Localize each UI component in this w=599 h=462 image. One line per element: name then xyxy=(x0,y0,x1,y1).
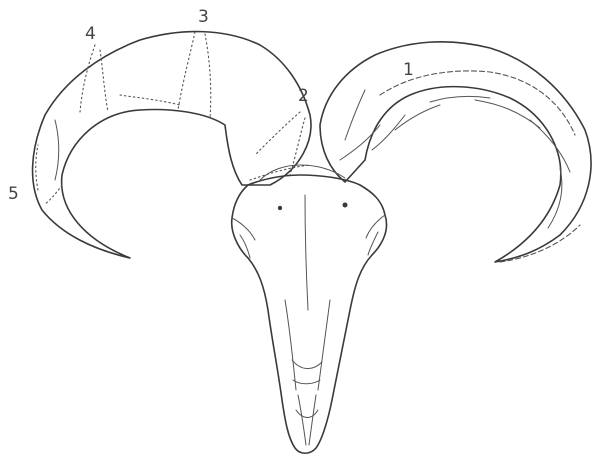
label-5: 5 xyxy=(8,184,19,204)
skull xyxy=(232,165,387,453)
left-horn xyxy=(33,32,311,258)
right-eye-socket xyxy=(343,203,348,208)
label-1: 1 xyxy=(403,60,414,80)
label-2: 2 xyxy=(298,86,309,106)
right-horn xyxy=(320,42,591,262)
left-eye-socket xyxy=(278,206,282,210)
label-3: 3 xyxy=(198,7,209,27)
label-4: 4 xyxy=(85,24,96,44)
